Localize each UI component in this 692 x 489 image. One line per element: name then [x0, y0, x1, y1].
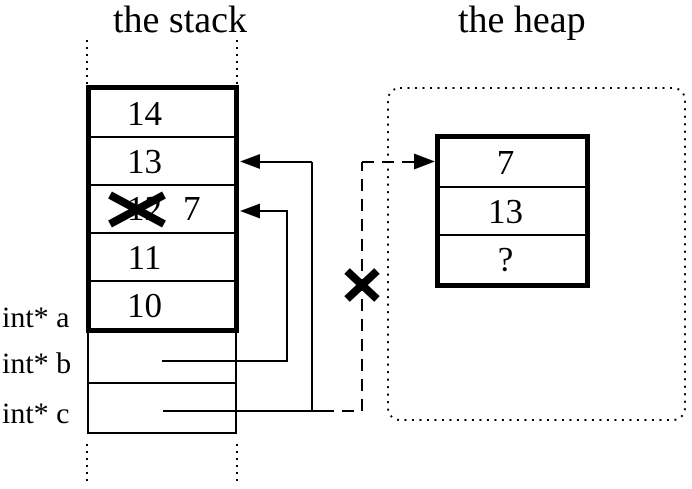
stack-cell: 13 — [91, 138, 234, 186]
stack-cell: 11 — [91, 234, 234, 282]
stack-cell-old-value: 12 — [127, 188, 162, 228]
stack-cell: 14 — [91, 90, 234, 138]
label-int-c: int* c — [2, 397, 70, 430]
heap-cell-value: ? — [497, 240, 514, 280]
arrowhead-icon — [414, 153, 435, 170]
arrowhead-icon — [240, 203, 260, 219]
stack-cell-value: 13 — [127, 141, 162, 181]
invalid-pointer-x-icon — [344, 268, 380, 302]
arrowhead-icon — [240, 154, 260, 169]
crossed-out-value-x-icon — [108, 191, 166, 228]
heap-cell: ? — [440, 236, 585, 283]
pointer-variable-slots — [87, 333, 237, 434]
heap-cell-value: 13 — [488, 191, 523, 231]
heap-object-box: 7 13 ? — [435, 134, 590, 288]
heap-cell-value: 7 — [496, 142, 515, 182]
stack-cell-value: 11 — [127, 237, 162, 277]
pointer-slot-c — [89, 384, 235, 434]
stack-title: the stack — [113, 0, 248, 41]
pointer-c-line — [163, 161, 322, 412]
heap-cell: 7 — [440, 139, 585, 188]
stack-cell-value: 14 — [127, 93, 162, 133]
stack-cell-overwritten: 12 7 — [91, 186, 234, 234]
stack-column-dotted-guide — [86, 40, 238, 486]
stack-cell: 10 — [91, 282, 234, 328]
stack-frame-box: 14 13 12 7 11 10 — [86, 85, 239, 333]
label-int-a: int* a — [2, 301, 70, 334]
heap-title: the heap — [458, 0, 586, 41]
pointer-slot-b — [89, 333, 235, 384]
pointer-b-line — [162, 210, 288, 362]
stack-cell-new-value: 7 — [183, 188, 201, 228]
heap-cell: 13 — [440, 188, 585, 237]
heap-region-dotted-border — [387, 87, 686, 421]
stack-cell-value: 10 — [127, 285, 162, 325]
label-int-b: int* b — [2, 347, 72, 380]
